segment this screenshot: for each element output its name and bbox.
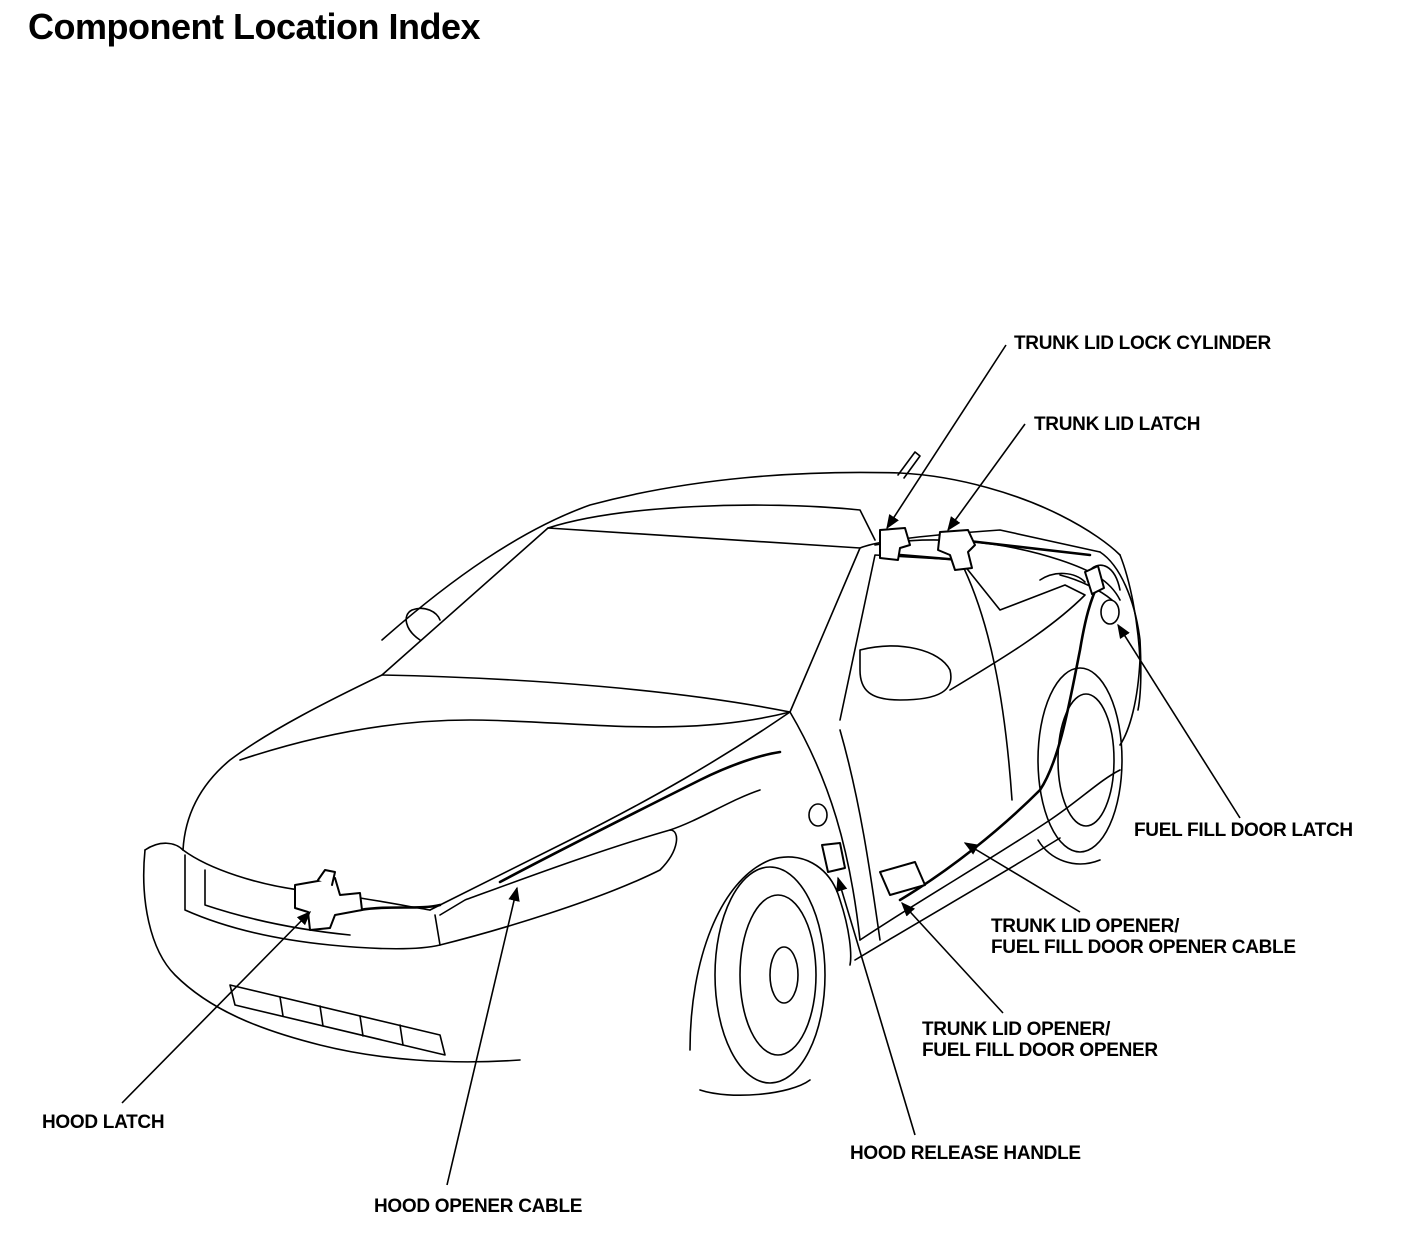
label-opener-line2: FUEL FILL DOOR OPENER (922, 1040, 1158, 1061)
leader-lines (121, 344, 1241, 1186)
label-hood-opener-cable: HOOD OPENER CABLE (374, 1196, 583, 1217)
label-opener-cable: TRUNK LID OPENER/ FUEL FILL DOOR OPENER … (991, 916, 1296, 958)
leader-hood-release-handle (836, 876, 916, 1136)
label-hood-latch: HOOD LATCH (42, 1112, 165, 1133)
page-title: Component Location Index (28, 6, 481, 47)
label-trunk-lid-lock-cylinder: TRUNK LID LOCK CYLINDER (1014, 333, 1271, 354)
label-opener: TRUNK LID OPENER/ FUEL FILL DOOR OPENER (922, 1019, 1158, 1061)
label-hood-release-handle: HOOD RELEASE HANDLE (850, 1143, 1081, 1164)
label-opener-cable-line2: FUEL FILL DOOR OPENER CABLE (991, 937, 1296, 958)
leader-trunk-lid-lock-cylinder (886, 344, 1007, 530)
leader-trunk-lid-latch (947, 423, 1026, 532)
label-opener-line1: TRUNK LID OPENER/ (922, 1019, 1111, 1040)
leader-hood-latch (121, 910, 312, 1104)
leader-hood-opener-cable (446, 886, 520, 1186)
label-opener-cable-line1: TRUNK LID OPENER/ (991, 916, 1180, 937)
leader-fuel-fill-door-latch (1117, 623, 1241, 819)
leader-opener-cable (963, 842, 1081, 913)
leader-opener (901, 901, 1004, 1014)
label-trunk-lid-latch: TRUNK LID LATCH (1034, 414, 1201, 435)
car-outline (142, 451, 1142, 1096)
label-fuel-fill-door-latch: FUEL FILL DOOR LATCH (1134, 820, 1353, 841)
